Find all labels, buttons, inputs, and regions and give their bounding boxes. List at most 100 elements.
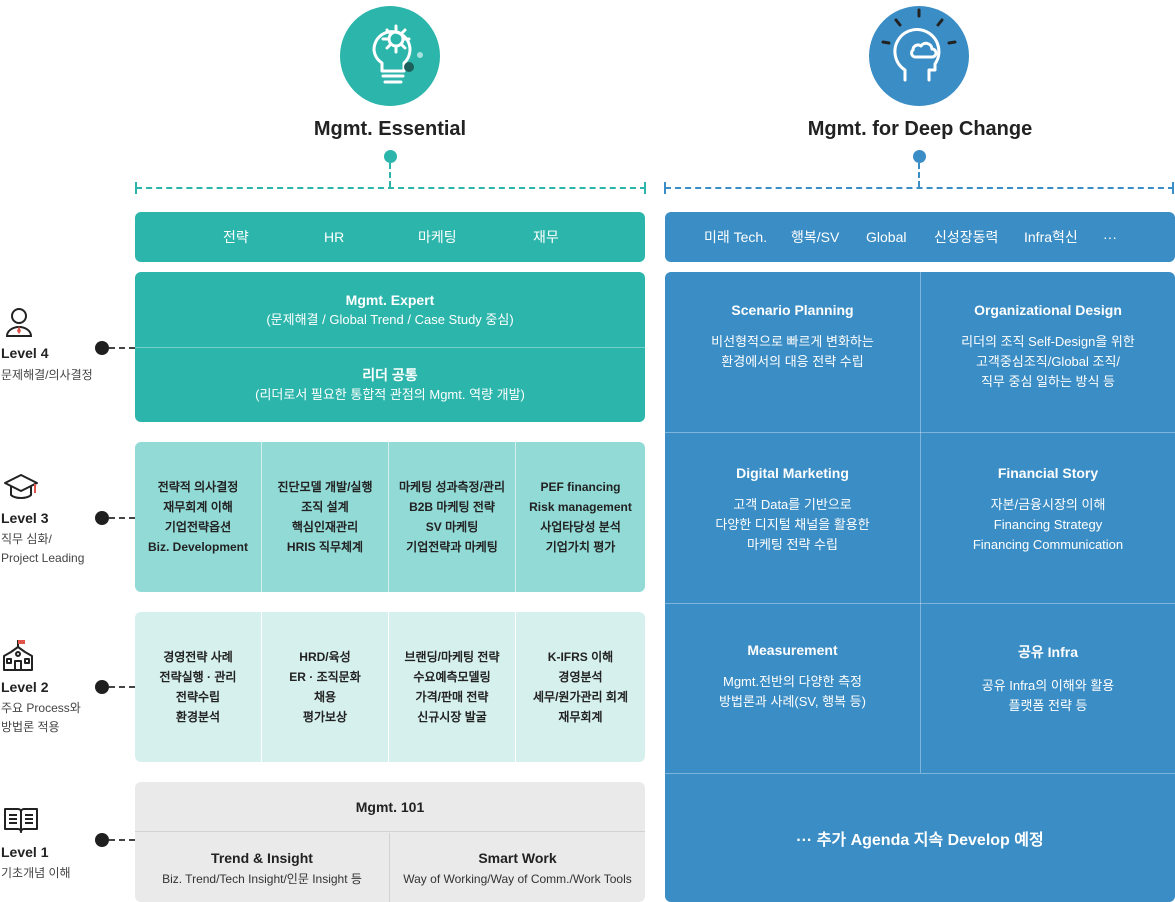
list-item: PEF financing	[540, 480, 621, 494]
list-item: 방법론과 사례(SV, 행복 등)	[719, 694, 866, 709]
list-item: 진단모델 개발/실행	[277, 480, 373, 494]
organizational-design-title: Organizational Design	[974, 302, 1122, 318]
scenario-planning-cell: Scenario Planning 비선형적으로 빠르게 변화하는 환경에서의 …	[665, 302, 920, 372]
list-item: 신규시장 발굴	[417, 710, 487, 724]
level-1-title: Level 1	[1, 844, 49, 860]
trend-insight-desc: Biz. Trend/Tech Insight/인문 Insight 등	[162, 871, 362, 886]
list-item: 재무회계	[558, 710, 603, 724]
level-3-dash	[109, 517, 135, 519]
level-2-desc-1: 주요 Process와	[1, 701, 81, 715]
panel-hline-1	[665, 432, 1175, 433]
tag-hr: HR	[324, 229, 345, 245]
list-item: 고객 Data를 기반으로	[733, 497, 852, 512]
tag-more: ···	[1103, 229, 1117, 245]
list-item: 사업타당성 분석	[540, 520, 621, 534]
level-3-marketing-cell: 마케팅 성과측정/관리 B2B 마케팅 전략 SV 마케팅 기업전략과 마케팅	[389, 442, 516, 592]
list-item: 환경에서의 대응 전략 수립	[721, 354, 864, 369]
list-item: 수요예측모델링	[413, 670, 491, 684]
list-item: 플랫폼 전략 등	[1008, 698, 1088, 713]
level-2-desc-2: 방법론 적용	[1, 720, 60, 734]
level-2-strategy-cell: 경영전략 사례 전략실행 · 관리 전략수립 환경분석	[135, 612, 262, 762]
left-bracket	[136, 187, 646, 189]
list-item: 재무회계 이해	[163, 500, 233, 514]
trend-insight-title: Trend & Insight	[211, 849, 313, 866]
leader-common-section: 리더 공통 (리더로서 필요한 통합적 관점의 Mgmt. 역량 개발)	[135, 348, 645, 422]
mgmt-expert-title: Mgmt. Expert	[345, 291, 435, 308]
level-2-title: Level 2	[1, 679, 49, 695]
list-item: HRIS 직무체계	[286, 540, 364, 554]
mind-head-icon	[869, 6, 969, 106]
left-tag-bar: 전략 HR 마케팅 재무	[135, 212, 645, 262]
deep-change-panel: Scenario Planning 비선형적으로 빠르게 변화하는 환경에서의 …	[665, 272, 1175, 902]
level-4-dash	[109, 347, 135, 349]
list-item: K-IFRS 이해	[547, 650, 614, 664]
level-3-title: Level 3	[1, 510, 49, 526]
tag-global: Global	[866, 229, 907, 245]
tag-future-tech: 미래 Tech.	[704, 229, 768, 245]
list-item: 경영전략 사례	[163, 650, 233, 664]
person-icon	[3, 306, 35, 343]
right-bracket-tick-l	[664, 182, 666, 194]
book-icon	[3, 806, 39, 839]
financial-story-title: Financial Story	[997, 465, 1099, 481]
list-item: 평가보상	[302, 710, 348, 724]
panel-hline-2	[665, 603, 1175, 604]
mgmt-expert-section: Mgmt. Expert (문제해결 / Global Trend / Case…	[135, 272, 645, 347]
left-connector	[389, 163, 391, 187]
smart-work-desc: Way of Working/Way of Comm./Work Tools	[403, 871, 632, 886]
right-title-dot	[913, 150, 926, 163]
list-item: 기업가치 평가	[545, 540, 616, 554]
level-2-dash	[109, 686, 135, 688]
list-item: 고객중심조직/Global 조직/	[975, 354, 1121, 369]
list-item: HRD/육성	[299, 650, 351, 664]
shared-infra-cell: 공유 Infra 공유 Infra의 이해와 활용 플랫폼 전략 등	[921, 642, 1175, 716]
mgmt-101-label: Mgmt. 101	[355, 798, 425, 815]
list-item: 전략수립	[175, 690, 221, 704]
list-item: Risk management	[529, 500, 632, 514]
list-item: 세무/원가관리 회계	[533, 690, 628, 704]
organizational-design-cell: Organizational Design 리더의 조직 Self-Design…	[921, 302, 1175, 392]
shared-infra-title: 공유 Infra	[1018, 644, 1078, 660]
list-item: 리더의 조직 Self-Design을 위한	[961, 334, 1135, 349]
level-2-marketing-cell: 브랜딩/마케팅 전략 수요예측모델링 가격/판매 전략 신규시장 발굴	[389, 612, 516, 762]
list-item: 핵심인재관리	[291, 520, 359, 534]
leader-common-desc: (리더로서 필요한 통합적 관점의 Mgmt. 역량 개발)	[255, 387, 525, 402]
measurement-title: Measurement	[747, 642, 838, 658]
level-4-label: Level 4 문제해결/의사결정	[0, 306, 135, 386]
trend-insight-section: Trend & Insight Biz. Trend/Tech Insight/…	[135, 833, 390, 902]
level-2-dot	[95, 680, 109, 694]
tag-marketing: 마케팅	[418, 229, 457, 245]
level-3-desc-2: Project Leading	[1, 551, 85, 565]
level-2-label: Level 2 주요 Process와 방법론 적용	[0, 638, 135, 738]
list-item: ER · 조직문화	[289, 670, 361, 684]
list-item: 마케팅 전략 수립	[747, 537, 838, 552]
tag-infra-innovation: Infra혁신	[1024, 229, 1078, 245]
level-2-finance-cell: K-IFRS 이해 경영분석 세무/원가관리 회계 재무회계	[516, 612, 645, 762]
list-item: 채용	[313, 690, 337, 704]
mgmt-101-title: Mgmt. 101	[135, 782, 645, 832]
right-bracket	[665, 187, 1174, 189]
list-item: 공유 Infra의 이해와 활용	[981, 678, 1115, 693]
level-3-hr-cell: 진단모델 개발/실행 조직 설계 핵심인재관리 HRIS 직무체계	[262, 442, 389, 592]
financial-story-cell: Financial Story 자본/금융시장의 이해 Financing St…	[921, 465, 1175, 555]
list-item: 기업전략옵션	[164, 520, 232, 534]
panel-vline	[920, 272, 921, 773]
left-bracket-tick-l	[135, 182, 137, 194]
level-3-finance-cell: PEF financing Risk management 사업타당성 분석 기…	[516, 442, 645, 592]
level-2-box: 경영전략 사례 전략실행 · 관리 전략수립 환경분석 HRD/육성 ER · …	[135, 612, 645, 762]
smart-work-section: Smart Work Way of Working/Way of Comm./W…	[390, 833, 645, 902]
left-bracket-tick-r	[644, 182, 646, 194]
list-item: 환경분석	[175, 710, 221, 724]
list-item: 직무 중심 일하는 방식 등	[980, 374, 1116, 389]
list-item: Financing Communication	[972, 537, 1124, 552]
gear-lightbulb-icon	[340, 6, 440, 106]
level-1-dot	[95, 833, 109, 847]
scenario-planning-title: Scenario Planning	[731, 302, 854, 318]
left-title-dot	[384, 150, 397, 163]
level-1-label: Level 1 기초개념 이해	[0, 806, 135, 886]
deep-change-footer-text: ··· 추가 Agenda 지속 Develop 예정	[796, 832, 1044, 849]
list-item: 전략실행 · 관리	[159, 670, 237, 684]
level-4-title: Level 4	[1, 345, 49, 361]
list-item: 비선형적으로 빠르게 변화하는	[711, 334, 874, 349]
panel-hline-3	[665, 773, 1175, 774]
